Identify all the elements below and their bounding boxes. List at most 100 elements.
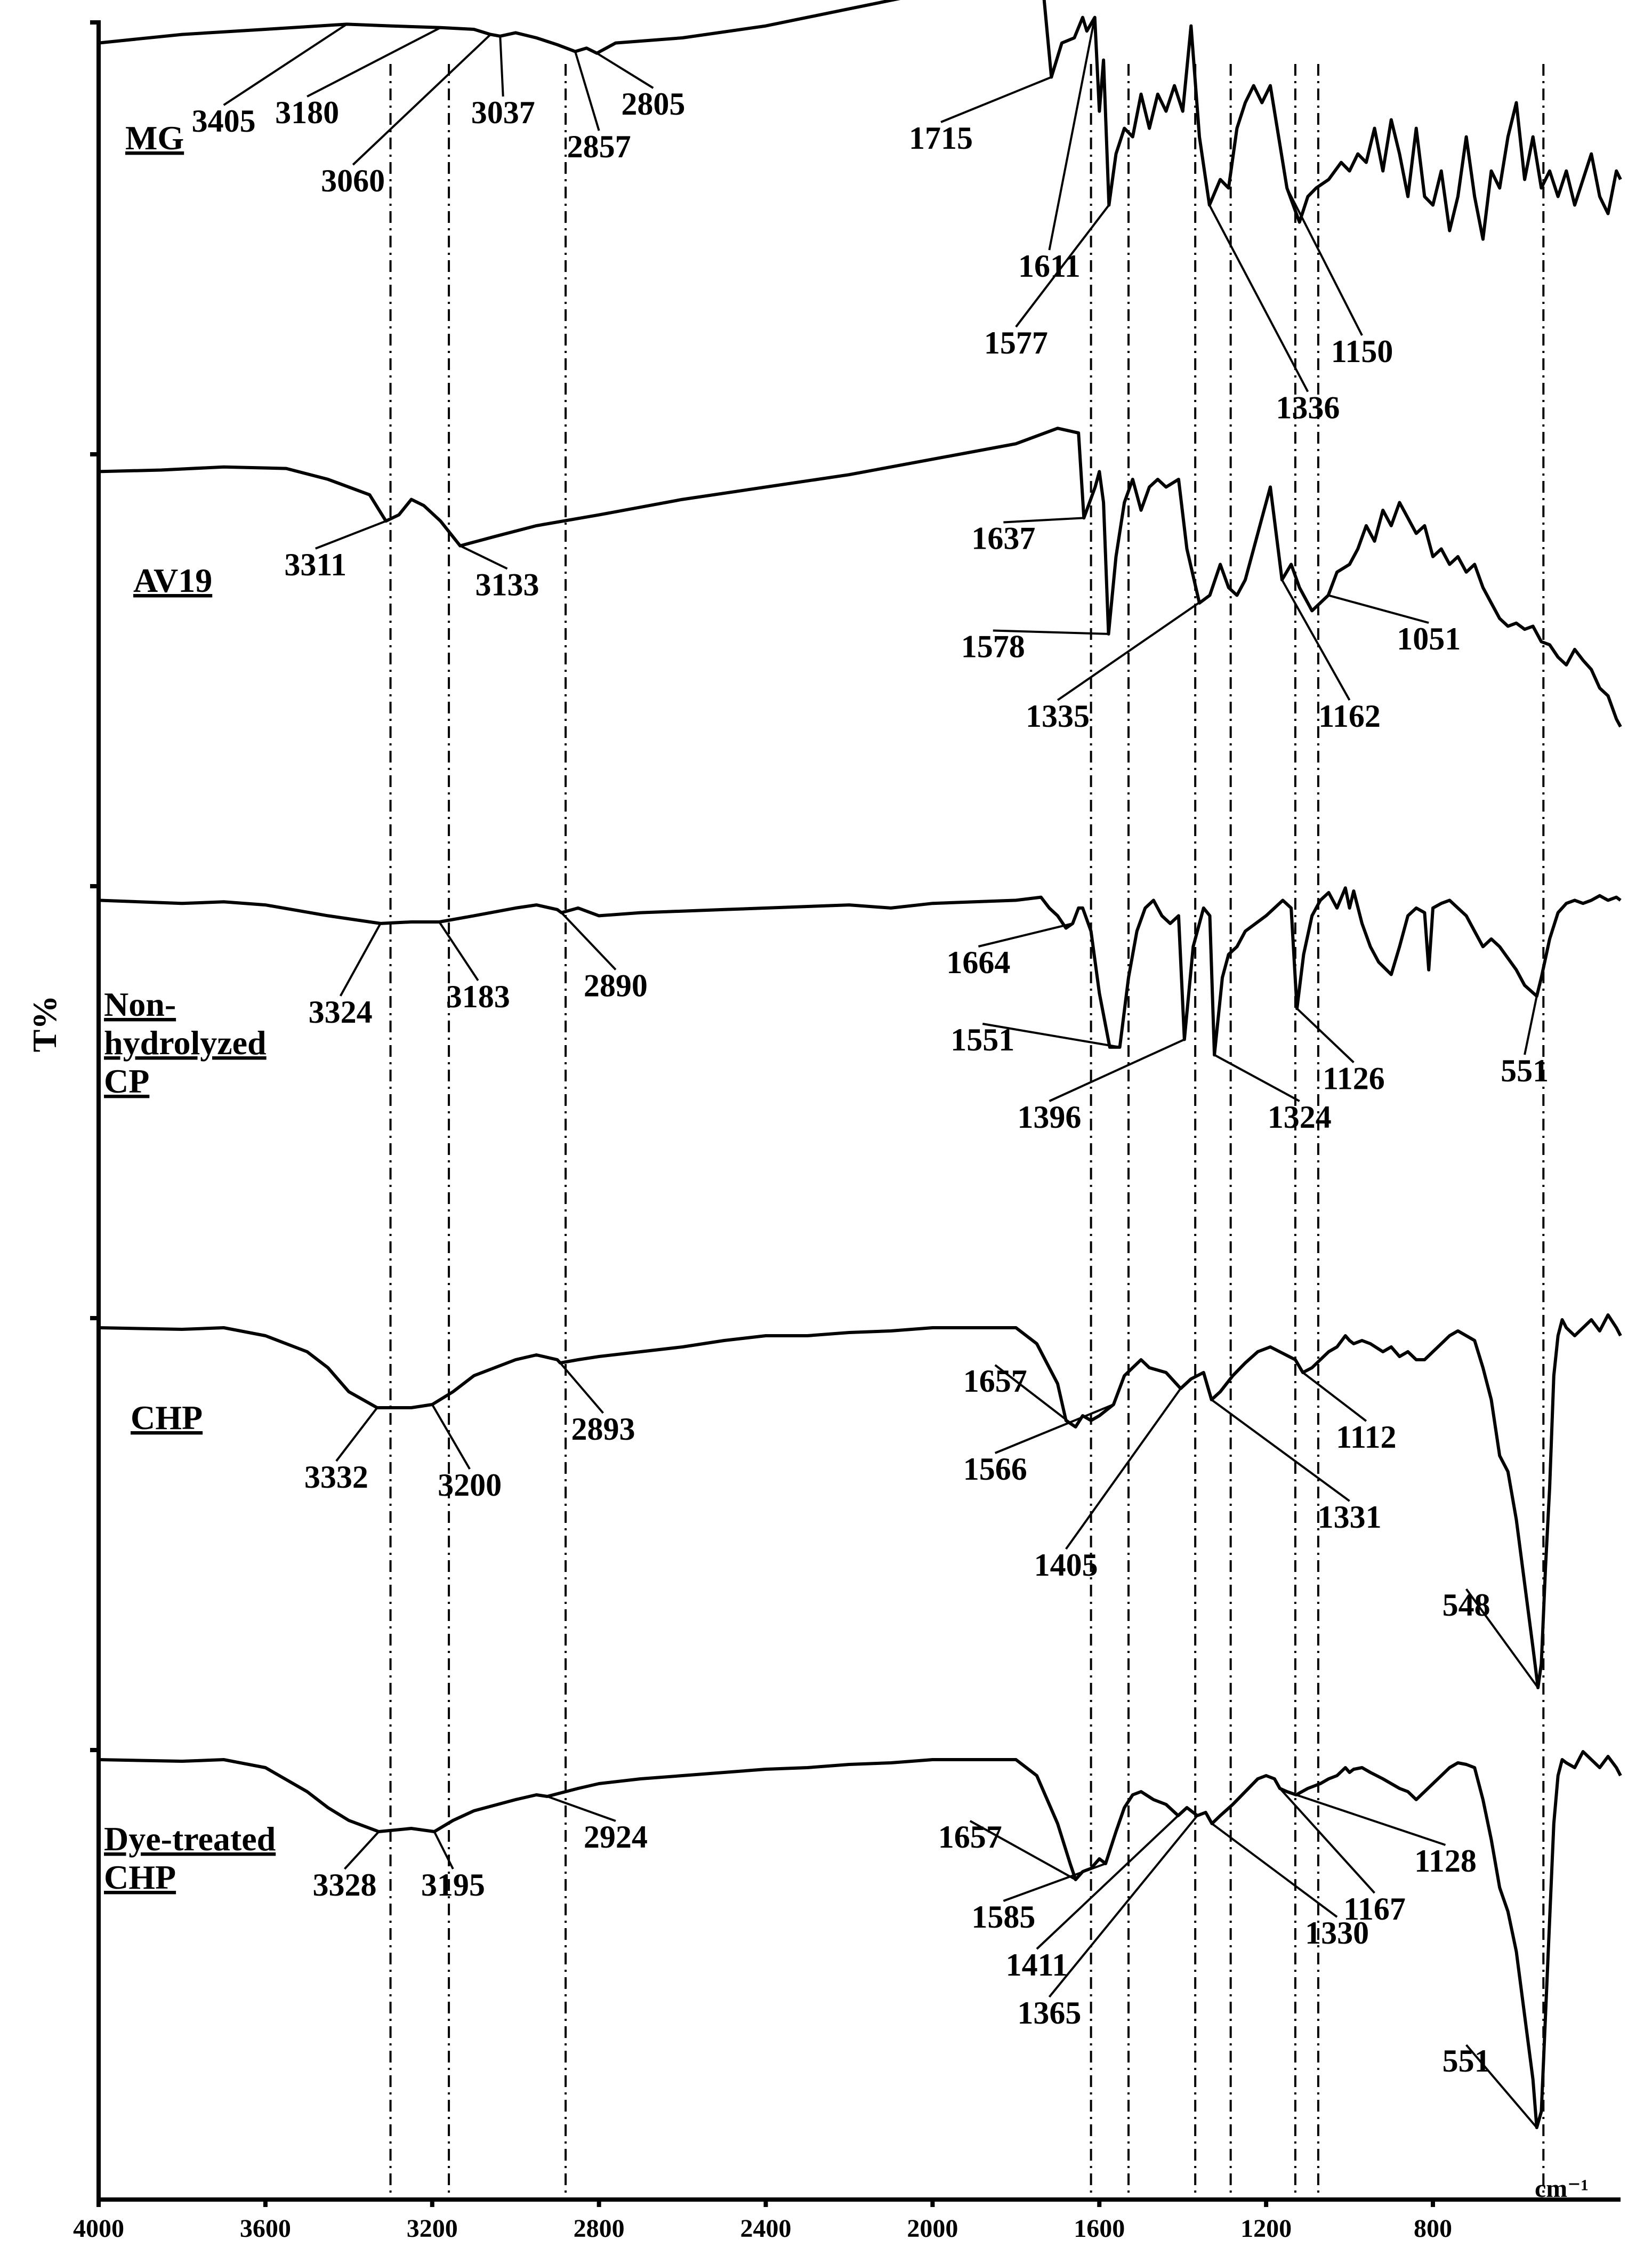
peak-leader (1302, 1371, 1367, 1422)
peak-label: 3200 (438, 1467, 502, 1503)
x-tick-label: 1600 (1074, 2214, 1125, 2243)
peak-leader (344, 1831, 380, 1870)
peak-leader (1296, 1007, 1355, 1063)
peak-leader (431, 1403, 471, 1470)
peak-label: 1637 (971, 521, 1035, 556)
peak-leader (940, 76, 1052, 123)
peak-leader (993, 629, 1109, 635)
peak-label: 1578 (961, 629, 1025, 664)
peak-label: 2805 (621, 86, 685, 122)
peak-label: 3328 (312, 1867, 376, 1903)
peak-leader (1048, 17, 1096, 251)
peak-label: 1577 (984, 325, 1048, 360)
peak-label: 1657 (938, 1819, 1002, 1855)
peak-leader (1065, 1387, 1182, 1550)
peak-leader (1003, 1863, 1106, 1902)
x-axis-unit: cm⁻¹ (1535, 2174, 1589, 2203)
peak-leader (307, 27, 441, 98)
peak-label: 1405 (1034, 1547, 1098, 1583)
peak-label: 2924 (584, 1819, 648, 1855)
peak-label: 3332 (304, 1459, 368, 1495)
peak-label: 1126 (1323, 1061, 1385, 1096)
peak-leader (335, 1407, 378, 1462)
peak-leader (994, 1403, 1114, 1454)
peak-leader (1003, 517, 1084, 524)
axes (90, 20, 1621, 2202)
peak-label: 1657 (963, 1363, 1027, 1399)
peak-label: 3180 (275, 95, 339, 130)
x-tick-label: 2000 (907, 2214, 958, 2243)
peak-leader (1036, 1815, 1179, 1950)
peak-label: 1336 (1276, 390, 1340, 426)
peak-label: 3183 (446, 979, 510, 1014)
peak-leader (1524, 996, 1538, 1055)
peak-label: 3324 (309, 994, 373, 1030)
peak-leader (559, 1362, 604, 1414)
peak-leader (1211, 1399, 1350, 1502)
peak-label: 551 (1501, 1053, 1549, 1088)
series-name-label: MG (125, 119, 184, 157)
peak-leader (315, 520, 386, 550)
peak-label: 1551 (950, 1022, 1014, 1057)
peak-label: 548 (1443, 1587, 1490, 1623)
peak-leader (1049, 1038, 1185, 1102)
peak-label: 1128 (1414, 1843, 1477, 1879)
peak-label: 1051 (1397, 621, 1461, 656)
peak-leader (1286, 187, 1363, 336)
peak-leader (1281, 579, 1351, 701)
peak-leader (438, 921, 479, 981)
peak-label: 2890 (584, 968, 648, 1004)
x-tick-label: 1200 (1240, 2214, 1292, 2243)
peak-label: 1566 (963, 1451, 1027, 1487)
peak-label: 2893 (571, 1411, 635, 1447)
x-tick-label: 2400 (740, 2214, 792, 2243)
peak-leader (1465, 1588, 1539, 1689)
x-tick-label: 800 (1414, 2214, 1452, 2243)
peak-leader (1015, 204, 1110, 328)
peak-leader (546, 1795, 616, 1822)
x-tick-label: 3200 (407, 2214, 458, 2243)
peak-leader-lines (223, 17, 1539, 2129)
peak-label: 3405 (192, 103, 256, 139)
peak-labels: 3405 3180 3060 3037 2857 2805 1715 1611 1577 1336… (192, 86, 1549, 2079)
peak-leader (499, 36, 504, 97)
peak-label: 1150 (1331, 334, 1393, 369)
peak-label: 1715 (909, 121, 973, 156)
series-trace-0 (98, 0, 1622, 241)
peak-label: 1365 (1017, 1995, 1081, 2031)
peak-leader (1465, 2044, 1538, 2129)
peak-label: 3133 (476, 567, 539, 603)
peak-leader (1214, 1054, 1300, 1102)
peak-leader (1328, 594, 1429, 624)
peak-label: 1411 (1006, 1947, 1068, 1983)
series-name-label: CHP (131, 1399, 203, 1437)
x-tick-label: 2800 (574, 2214, 625, 2243)
peak-leader (982, 1023, 1120, 1048)
peak-label: 1335 (1026, 699, 1090, 734)
peak-label: 1331 (1318, 1499, 1382, 1535)
peak-label: 3060 (321, 163, 385, 198)
x-tick-label: 3600 (240, 2214, 291, 2243)
peak-leader (433, 1831, 454, 1869)
peak-leader (1279, 1787, 1375, 1894)
peak-label: 1162 (1318, 699, 1381, 734)
peak-leader (969, 1820, 1076, 1881)
peak-leader (994, 1364, 1076, 1428)
peak-leader (352, 34, 491, 166)
peak-label: 2857 (567, 129, 631, 164)
peak-leader (1208, 204, 1309, 392)
peak-label: 1611 (1018, 248, 1081, 284)
peak-label: 3311 (284, 547, 346, 582)
peak-label: 3195 (421, 1867, 485, 1903)
peak-leader (596, 52, 654, 89)
reference-lines (389, 64, 1545, 2200)
peak-label: 3037 (471, 95, 535, 130)
peak-label: 1324 (1268, 1100, 1332, 1135)
peak-label: 1330 (1305, 1915, 1369, 1951)
series-trace-4 (98, 1750, 1622, 2129)
peak-leader (560, 912, 617, 970)
peak-leader (223, 23, 348, 106)
